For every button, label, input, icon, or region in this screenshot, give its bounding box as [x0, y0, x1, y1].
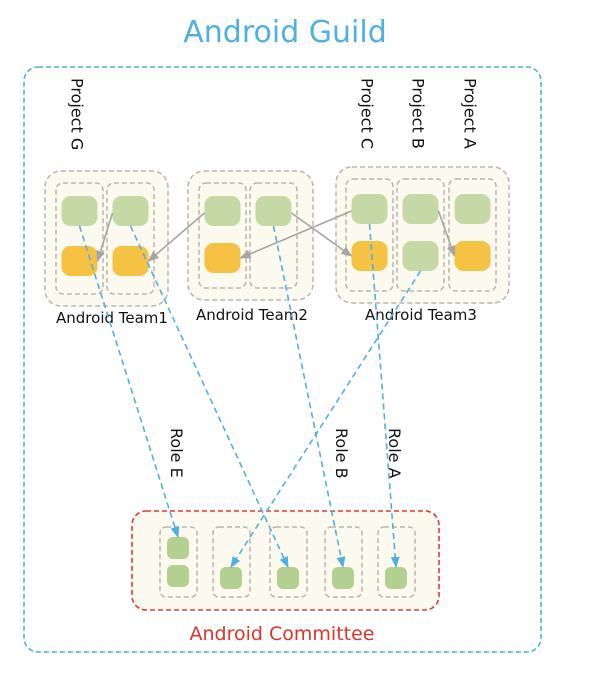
role-label: Role E — [167, 428, 186, 478]
team-team3: Android Team3 — [335, 166, 510, 324]
move-arrow — [239, 210, 352, 259]
guild-boundary — [23, 66, 542, 653]
move-arrow — [96, 212, 114, 263]
member-orange — [454, 241, 491, 271]
move-arrow — [437, 210, 456, 258]
role-arrow — [230, 270, 422, 568]
committee-member — [167, 537, 189, 559]
member-green — [255, 196, 292, 226]
committee-member — [167, 565, 189, 587]
diagram-title: Android Guild — [183, 15, 387, 50]
move-arrow — [291, 212, 353, 257]
role-assignment-arrows — [78, 223, 422, 569]
project-label: Project A — [461, 78, 480, 149]
member-orange — [112, 246, 149, 276]
committee-member — [277, 567, 299, 589]
role-arrow — [272, 225, 346, 569]
member-green — [112, 196, 149, 226]
project-label: Project B — [409, 78, 428, 149]
team-team1: Android Team1 — [44, 170, 169, 327]
committee-member — [332, 567, 354, 589]
role-label: Role B — [332, 428, 351, 479]
member-green — [402, 241, 439, 271]
committee-member — [220, 567, 242, 589]
member-green — [454, 194, 491, 224]
team-label: Android Team3 — [365, 306, 477, 324]
team-label: Android Team1 — [56, 309, 168, 327]
member-orange — [351, 241, 388, 271]
role-0 — [159, 526, 198, 598]
role-arrow — [78, 225, 180, 539]
member-green — [351, 194, 388, 224]
move-arrow — [147, 212, 206, 262]
member-orange — [61, 246, 98, 276]
team-team2: Android Team2 — [187, 170, 314, 324]
role-arrow — [129, 225, 289, 569]
team-label: Android Team2 — [196, 306, 308, 324]
role-label: Role A — [385, 428, 404, 479]
member-green — [204, 196, 241, 226]
teams-layer: Android Team1 Android Team2 Android Team3 — [44, 166, 510, 327]
role-1 — [212, 526, 251, 598]
role-arrow — [368, 223, 400, 569]
role-3 — [324, 526, 363, 598]
committee-member — [385, 567, 407, 589]
role-2 — [269, 526, 308, 598]
member-green — [402, 194, 439, 224]
role-4 — [377, 526, 416, 598]
project-labels: Project G Project C Project B Project A — [68, 78, 480, 150]
member-green — [61, 196, 98, 226]
member-orange — [204, 243, 241, 273]
project-label: Project G — [68, 78, 87, 150]
project-label: Project C — [358, 78, 377, 149]
committee-label: Android Committee — [190, 623, 375, 645]
member-move-arrows — [96, 210, 456, 263]
